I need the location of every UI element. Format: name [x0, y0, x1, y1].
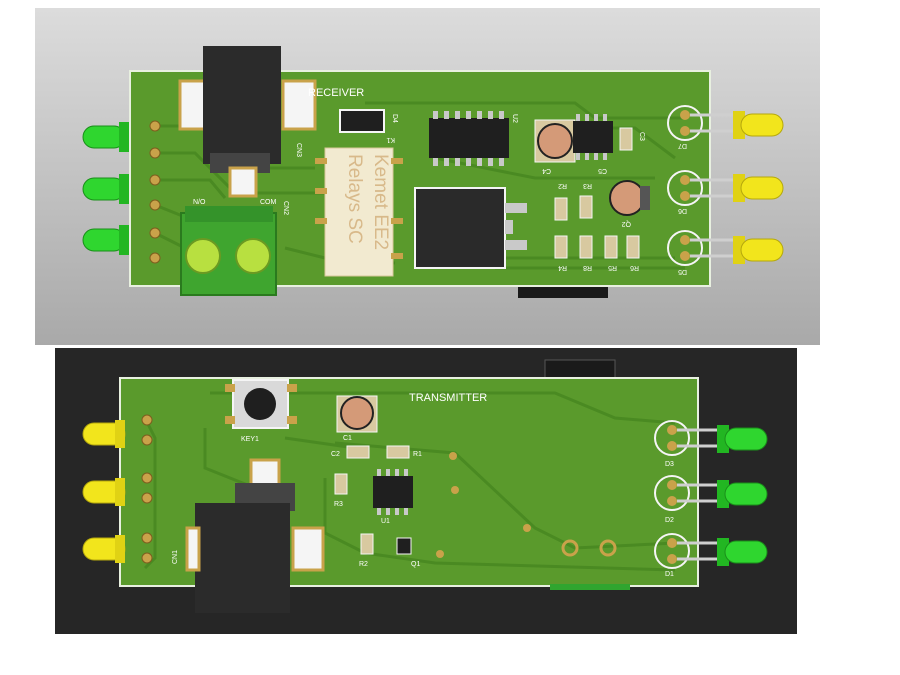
receiver-yellow-leds: [690, 111, 784, 264]
label-d6: D6: [678, 207, 687, 214]
label-r8: R8: [583, 264, 592, 271]
transmitter-green-leds: [677, 425, 768, 566]
label-cn1: CN1: [172, 550, 179, 564]
label-d7: D7: [678, 142, 687, 149]
label-r2: R2: [558, 182, 567, 189]
receiver-green-leds: [82, 122, 129, 255]
label-no: N/O: [193, 199, 206, 206]
receiver-left-pads: [149, 120, 161, 264]
label-r5: R5: [608, 264, 617, 271]
relay-text-line1: Kemet EE2: [370, 154, 391, 250]
transmitter-left-pads: [141, 414, 153, 564]
label-r6: R6: [630, 264, 639, 271]
transmitter-push-button: [225, 379, 297, 429]
relay-text-line2: Relays SC: [344, 154, 365, 244]
label-r4: R4: [558, 264, 567, 271]
receiver-ic-c5: [573, 114, 613, 160]
label-r3: R3: [334, 501, 343, 508]
label-q2: Q2: [622, 220, 631, 227]
label-d4: D4: [391, 114, 398, 123]
transmitter-ic-u1: [373, 469, 413, 515]
transmitter-led-rings: [654, 420, 690, 569]
receiver-led-rings: [667, 105, 703, 266]
receiver-capacitor-c4: [534, 119, 576, 163]
receiver-relay: [315, 147, 403, 277]
label-d2: D2: [665, 517, 674, 524]
transmitter-large-pads: [561, 539, 617, 557]
transmitter-title: TRANSMITTER: [409, 392, 487, 404]
transmitter-smd-parts: [334, 445, 410, 555]
label-c5: C5: [598, 167, 607, 174]
receiver-title: RECEIVER: [308, 87, 364, 99]
receiver-regulator: [414, 187, 527, 269]
transmitter-yellow-leds: [82, 420, 126, 563]
label-d5: D5: [678, 268, 687, 275]
transmitter-led-pads: [667, 425, 677, 564]
receiver-terminal-block: [180, 206, 277, 296]
transmitter-traces: [143, 391, 676, 572]
label-u1: U1: [381, 518, 390, 525]
receiver-board-panel: RECEIVER CN3 CN2 N/O COM D4 K1 U2 C4 C5 …: [35, 8, 820, 345]
label-cn2: CN2: [282, 201, 289, 215]
label-cn3: CN3: [295, 143, 302, 157]
transmitter-dc-jack: [185, 458, 325, 613]
transmitter-transistor-q1: [396, 537, 412, 555]
receiver-dc-jack: [178, 46, 317, 198]
label-q1: Q1: [411, 561, 420, 568]
label-u2: U2: [511, 114, 518, 123]
label-r1: R1: [413, 451, 422, 458]
receiver-diode-d4: [339, 109, 385, 133]
label-c3: C3: [638, 132, 645, 141]
receiver-capacitor-c3: [619, 127, 633, 151]
label-c2: C2: [331, 451, 340, 458]
transmitter-vias: [436, 452, 531, 558]
label-k1: K1: [386, 136, 395, 143]
label-com: COM: [260, 199, 277, 206]
receiver-board-render: RECEIVER CN3 CN2 N/O COM D4 K1 U2 C4 C5 …: [82, 46, 784, 298]
board-tab-bottom: [550, 584, 630, 590]
label-r2: R2: [359, 561, 368, 568]
receiver-resistors: [554, 195, 640, 259]
transmitter-board-render: TRANSMITTER KEY1 C1 C2 R1 R3 U1 R2 Q1 CN…: [82, 359, 768, 613]
transmitter-capacitor-c1: [336, 395, 378, 433]
label-r3: R3: [583, 182, 592, 189]
label-d1: D1: [665, 571, 674, 578]
receiver-ic-u2: [429, 111, 509, 166]
label-key1: KEY1: [241, 436, 259, 443]
receiver-led-pads: [680, 110, 690, 261]
transmitter-board-panel: TRANSMITTER KEY1 C1 C2 R1 R3 U1 R2 Q1 CN…: [55, 348, 797, 634]
label-c1: C1: [343, 435, 352, 442]
label-c4: C4: [542, 167, 551, 174]
label-d3: D3: [665, 461, 674, 468]
receiver-capacitor-c2: [609, 180, 650, 216]
